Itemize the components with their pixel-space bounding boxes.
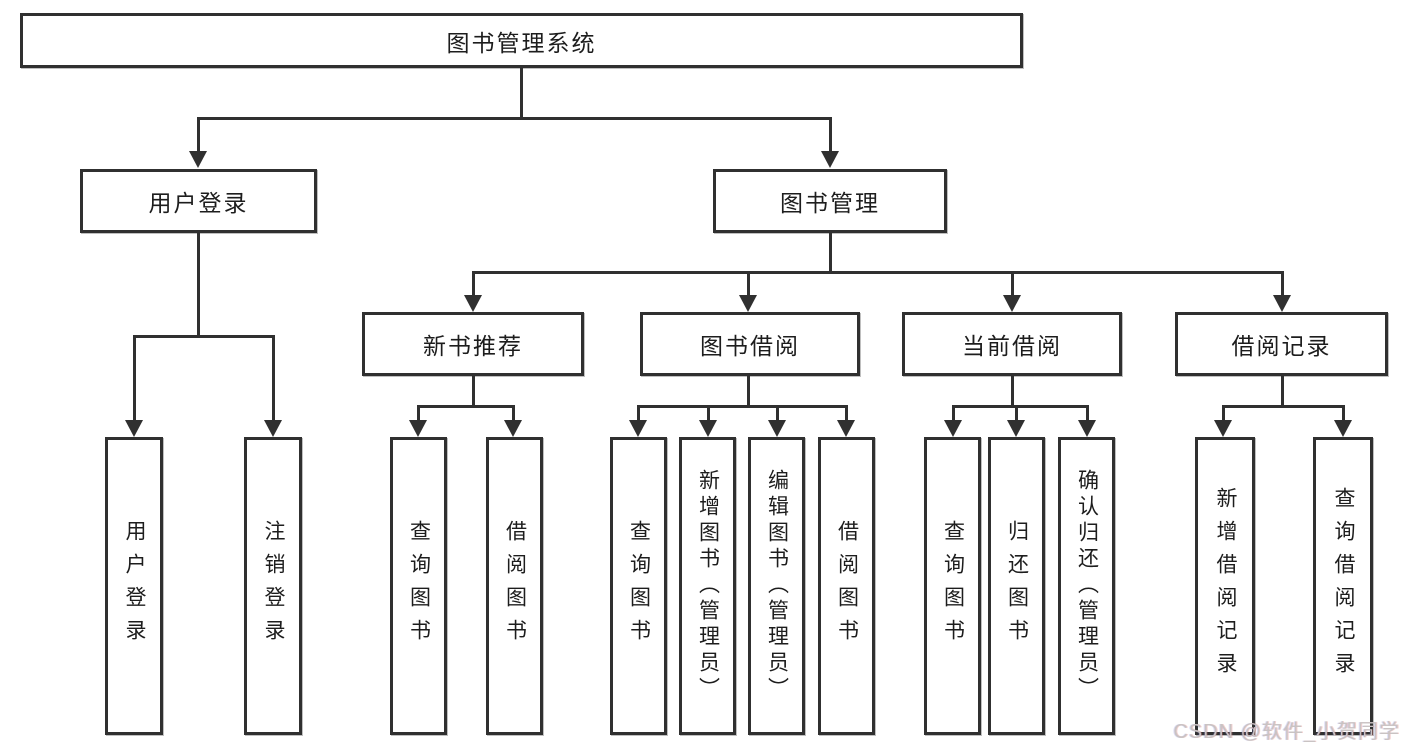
connector-line bbox=[707, 405, 710, 423]
connector-line bbox=[747, 271, 750, 298]
leaf-label: 查询图书 bbox=[941, 520, 965, 652]
connector-line bbox=[952, 405, 1088, 408]
node-label: 当前借阅 bbox=[962, 333, 1062, 359]
leaf-return-books: 归还图书 bbox=[988, 437, 1045, 735]
node-label: 图书管理系统 bbox=[446, 29, 597, 56]
connector-line bbox=[272, 335, 275, 422]
leaf-label: 编辑图书（管理员） bbox=[765, 469, 789, 703]
node-library-management-system: 图书管理系统 bbox=[20, 13, 1023, 68]
arrow-down-icon bbox=[504, 420, 522, 437]
leaf-query-books-recommend: 查询图书 bbox=[390, 437, 447, 735]
node-label: 用户登录 bbox=[148, 190, 249, 216]
connector-line bbox=[197, 117, 200, 153]
leaf-label: 查询图书 bbox=[407, 520, 431, 652]
connector-line bbox=[133, 335, 274, 338]
leaf-label: 借阅图书 bbox=[503, 520, 527, 652]
arrow-down-icon bbox=[1273, 295, 1291, 312]
leaf-confirm-return-admin: 确认归还（管理员） bbox=[1058, 437, 1115, 735]
connector-line bbox=[417, 405, 420, 423]
node-new-book-recommend: 新书推荐 bbox=[362, 312, 584, 376]
connector-line bbox=[829, 117, 832, 153]
arrow-down-icon bbox=[464, 295, 482, 312]
connector-line bbox=[747, 376, 750, 408]
connector-line bbox=[637, 405, 848, 408]
leaf-query-books-current: 查询图书 bbox=[924, 437, 981, 735]
leaf-query-borrow-record: 查询借阅记录 bbox=[1313, 437, 1373, 735]
leaf-borrow-books: 借阅图书 bbox=[818, 437, 875, 735]
arrow-down-icon bbox=[1003, 295, 1021, 312]
leaf-query-books-borrowing: 查询图书 bbox=[610, 437, 667, 735]
connector-line bbox=[1222, 405, 1225, 423]
node-label: 借阅记录 bbox=[1231, 333, 1332, 359]
connector-line bbox=[1342, 405, 1345, 423]
leaf-edit-books-admin: 编辑图书（管理员） bbox=[748, 437, 805, 735]
connector-line bbox=[472, 376, 475, 408]
connector-line bbox=[952, 405, 955, 423]
connector-line bbox=[197, 117, 832, 120]
arrow-down-icon bbox=[821, 151, 839, 168]
arrow-down-icon bbox=[1334, 420, 1352, 437]
connector-line bbox=[417, 405, 514, 408]
connector-line bbox=[520, 67, 523, 120]
leaf-label: 借阅图书 bbox=[835, 520, 859, 652]
leaf-label: 新增图书（管理员） bbox=[696, 469, 720, 703]
leaf-label: 新增借阅记录 bbox=[1214, 487, 1237, 685]
connector-line bbox=[1015, 405, 1018, 423]
leaf-logout: 注销登录 bbox=[244, 437, 302, 735]
leaf-label: 查询借阅记录 bbox=[1332, 487, 1355, 685]
leaf-label: 用户登录 bbox=[123, 520, 146, 652]
connector-line bbox=[845, 405, 848, 423]
connector-line bbox=[637, 405, 640, 423]
arrow-down-icon bbox=[768, 420, 786, 437]
node-label: 新书推荐 bbox=[423, 333, 523, 359]
node-current-borrowing: 当前借阅 bbox=[902, 312, 1122, 376]
csdn-watermark: CSDN @软件_小贺同学 bbox=[1173, 721, 1400, 743]
arrow-down-icon bbox=[837, 420, 855, 437]
leaf-label: 确认归还（管理员） bbox=[1075, 469, 1099, 703]
arrow-down-icon bbox=[189, 151, 207, 168]
node-borrow-records: 借阅记录 bbox=[1175, 312, 1388, 376]
connector-line bbox=[472, 271, 475, 298]
arrow-down-icon bbox=[1007, 420, 1025, 437]
leaf-label: 归还图书 bbox=[1005, 520, 1029, 652]
arrow-down-icon bbox=[944, 420, 962, 437]
connector-line bbox=[1011, 376, 1014, 408]
leaf-add-books-admin: 新增图书（管理员） bbox=[679, 437, 736, 735]
connector-line bbox=[472, 271, 1284, 274]
leaf-label: 查询图书 bbox=[627, 520, 651, 652]
arrow-down-icon bbox=[739, 295, 757, 312]
connector-line bbox=[197, 233, 200, 338]
arrow-down-icon bbox=[1214, 420, 1232, 437]
connector-line bbox=[1222, 405, 1344, 408]
leaf-label: 注销登录 bbox=[262, 520, 285, 652]
leaf-user-login: 用户登录 bbox=[105, 437, 163, 735]
connector-line bbox=[776, 405, 779, 423]
connector-line bbox=[512, 405, 515, 423]
connector-line bbox=[1281, 271, 1284, 298]
node-book-management: 图书管理 bbox=[713, 169, 947, 233]
node-label: 图书管理 bbox=[780, 190, 880, 216]
node-book-borrowing: 图书借阅 bbox=[640, 312, 860, 376]
connector-line bbox=[1086, 405, 1089, 423]
connector-line bbox=[133, 335, 136, 422]
connector-line bbox=[1011, 271, 1014, 298]
connector-line bbox=[1281, 376, 1284, 408]
arrow-down-icon bbox=[264, 420, 282, 437]
node-label: 图书借阅 bbox=[700, 333, 800, 359]
arrow-down-icon bbox=[629, 420, 647, 437]
connector-line bbox=[829, 233, 832, 274]
arrow-down-icon bbox=[699, 420, 717, 437]
leaf-add-borrow-record: 新增借阅记录 bbox=[1195, 437, 1255, 735]
arrow-down-icon bbox=[409, 420, 427, 437]
node-user-login: 用户登录 bbox=[80, 169, 317, 233]
arrow-down-icon bbox=[125, 420, 143, 437]
leaf-borrow-books-recommend: 借阅图书 bbox=[486, 437, 543, 735]
arrow-down-icon bbox=[1078, 420, 1096, 437]
